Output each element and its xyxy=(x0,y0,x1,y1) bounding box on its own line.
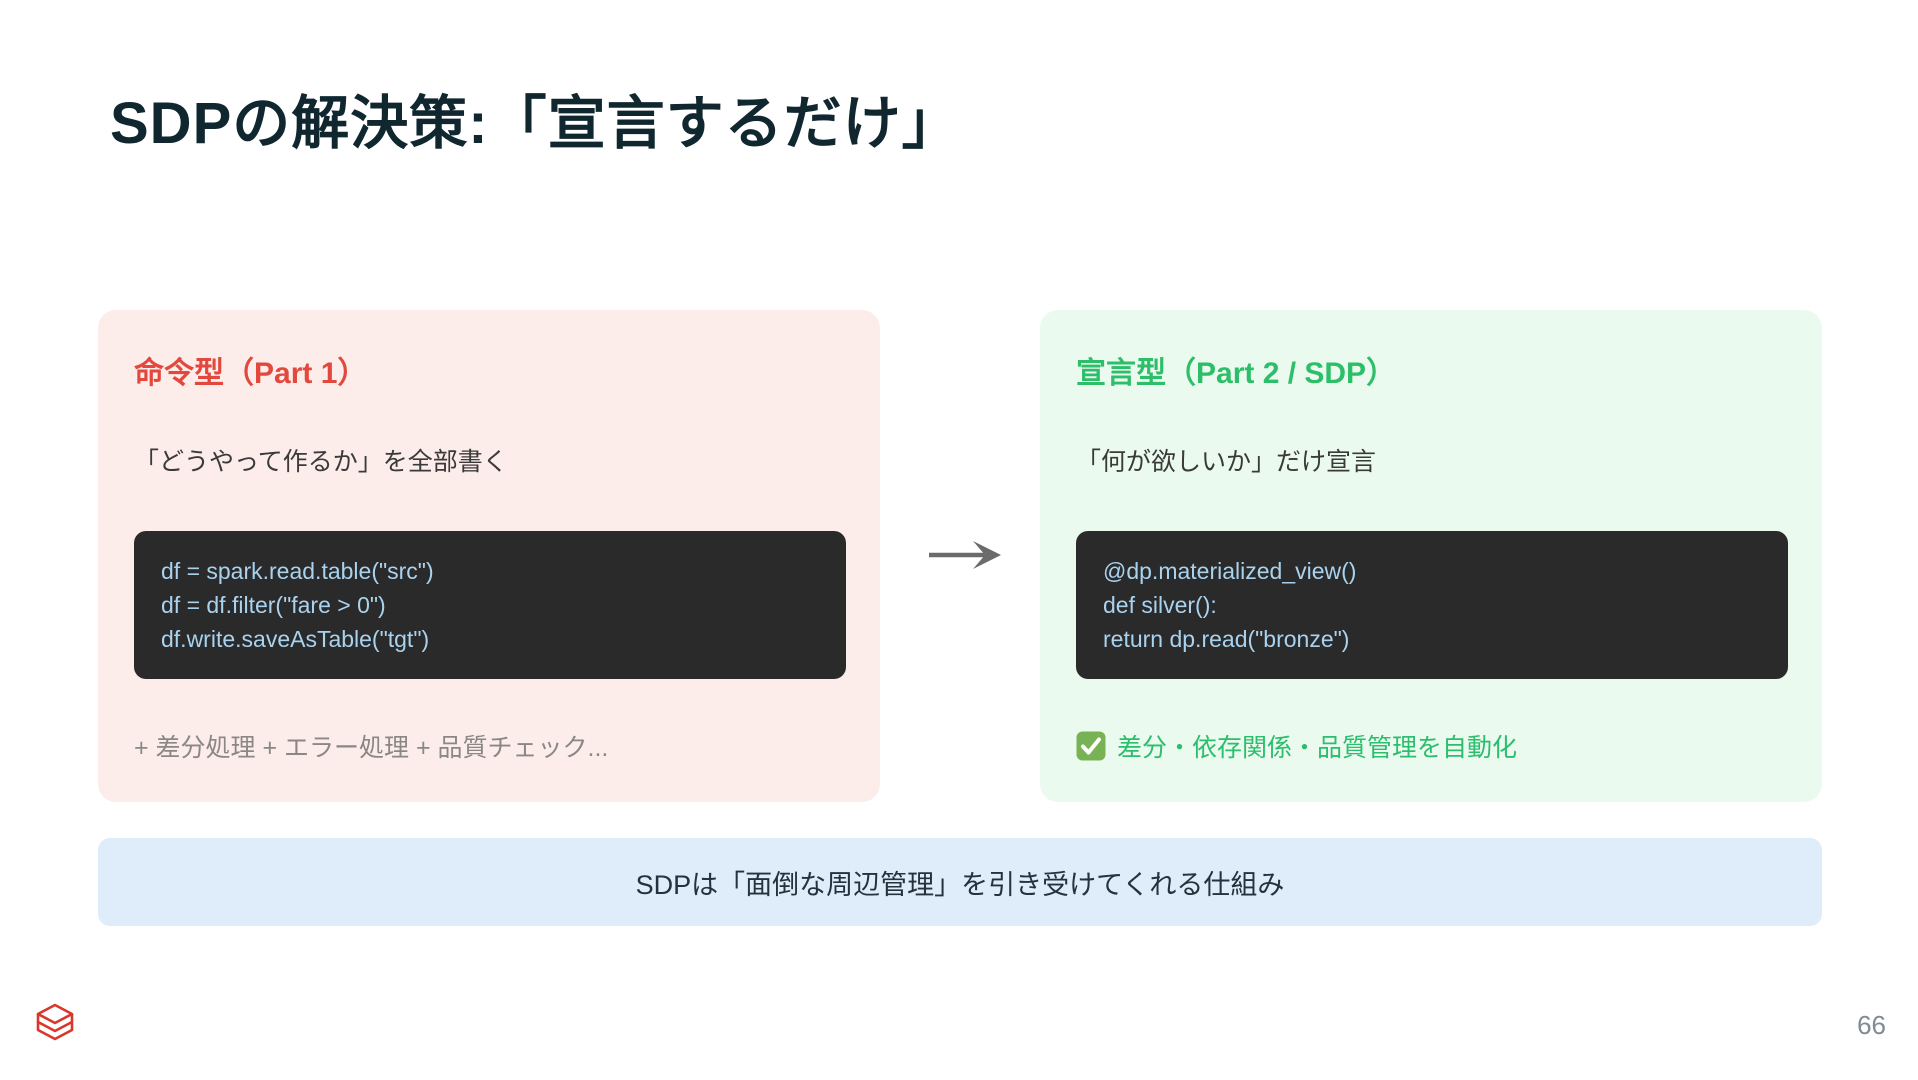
declarative-panel-footnote: 差分・依存関係・品質管理を自動化 xyxy=(1076,728,1517,764)
imperative-panel-description: 「どうやって作るか」を全部書く xyxy=(134,448,508,476)
declarative-panel-description: 「何が欲しいか」だけ宣言 xyxy=(1076,448,1377,476)
code-line: return dp.read("bronze") xyxy=(1103,626,1350,652)
declarative-panel-heading: 宣言型（Part 2 / SDP） xyxy=(1076,357,1397,390)
code-line: df.write.saveAsTable("tgt") xyxy=(161,626,430,652)
check-icon xyxy=(1076,731,1106,761)
code-line: @dp.materialized_view() xyxy=(1103,558,1357,584)
databricks-logo-icon xyxy=(32,1000,78,1053)
imperative-panel-heading: 命令型（Part 1） xyxy=(134,357,368,390)
summary-text: SDPは「面倒な周辺管理」を引き受けてくれる仕組み xyxy=(635,869,1285,900)
slide-title: SDPの解決策:「宣言するだけ」 xyxy=(110,91,961,156)
summary-bar: SDPは「面倒な周辺管理」を引き受けてくれる仕組み xyxy=(98,838,1822,926)
imperative-panel: 命令型（Part 1） 「どうやって作るか」を全部書く df = spark.r… xyxy=(98,310,880,802)
code-line: df = df.filter("fare > 0") xyxy=(161,592,386,618)
declarative-footnote-text: 差分・依存関係・品質管理を自動化 xyxy=(1117,734,1518,762)
transform-arrow-icon xyxy=(925,533,1005,582)
declarative-panel: 宣言型（Part 2 / SDP） 「何が欲しいか」だけ宣言 @dp.mater… xyxy=(1040,310,1822,802)
declarative-code-block: @dp.materialized_view() def silver(): re… xyxy=(1076,531,1788,679)
page-number: 66 xyxy=(1857,1010,1886,1040)
code-line: df = spark.read.table("src") xyxy=(161,558,434,584)
imperative-panel-footnote: + 差分処理 + エラー処理 + 品質チェック... xyxy=(134,734,609,762)
code-line: def silver(): xyxy=(1103,592,1217,618)
imperative-code-block: df = spark.read.table("src") df = df.fil… xyxy=(134,531,846,679)
